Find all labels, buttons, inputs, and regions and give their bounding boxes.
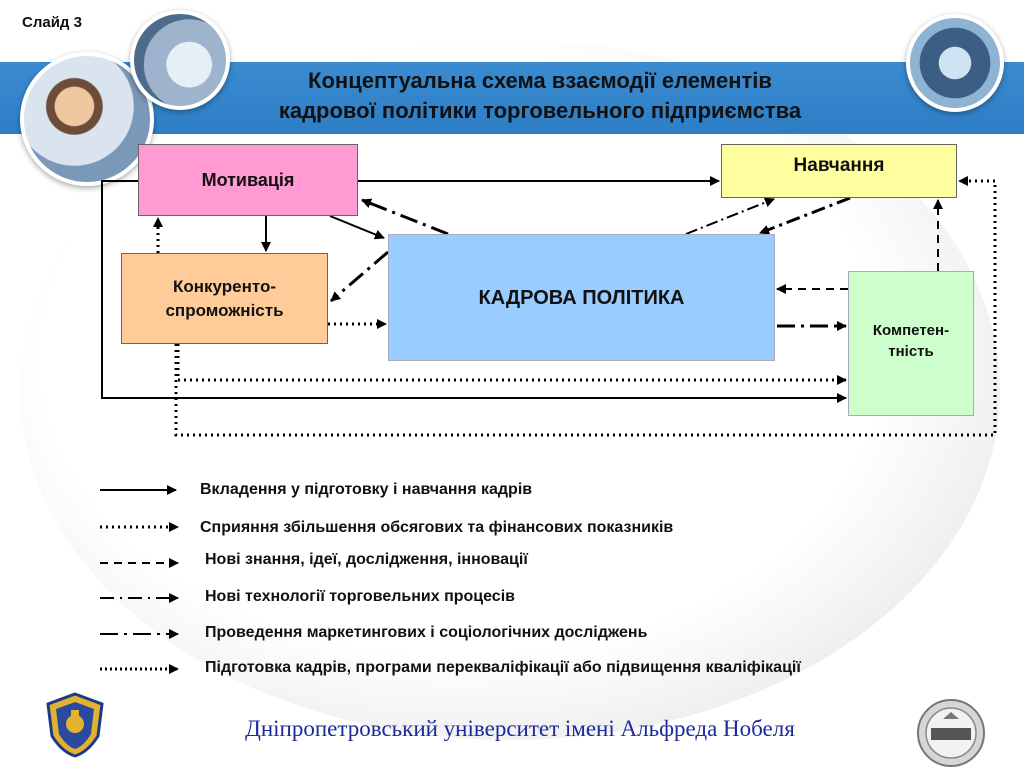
competence-label-1: Компетен- <box>872 322 950 339</box>
arrow-competitiveness-competence <box>176 344 847 385</box>
title-line-2: кадрової політики торговельного підприєм… <box>278 98 802 123</box>
legend-item-dashed: Нові знання, ідеї, дослідження, інноваці… <box>205 551 528 568</box>
competitiveness-label-2: спроможність <box>165 300 284 320</box>
motivation-box: Мотивація <box>138 144 358 216</box>
competence-label-2: тність <box>888 343 934 360</box>
competence-box: Компетен- тність <box>848 271 974 416</box>
slide-number: Слайд 3 <box>22 14 82 31</box>
lider-seal-icon <box>917 699 985 767</box>
competitiveness-label-1: Конкуренто- <box>172 276 277 296</box>
legend-item-dotted: Підготовка кадрів, програми перекваліфік… <box>205 659 801 676</box>
legend-item-solid: Вкладення у підготовку і навчання кадрів <box>200 481 533 498</box>
arrow-motivation-competence <box>101 180 847 403</box>
arrow-competitiveness-training <box>174 176 997 437</box>
arrow-motivation-hrpolicy <box>329 215 385 240</box>
handshake-photo <box>130 10 230 110</box>
university-crest-icon <box>46 692 104 758</box>
arrow-hrpolicy-motivation <box>361 198 449 236</box>
businessman-photo <box>906 14 1004 112</box>
university-name: Дніпропетровський університет імені Альф… <box>245 716 795 741</box>
title-line-1: Концептуальна схема взаємодії елементів <box>308 68 772 93</box>
competitiveness-box: Конкуренто- спроможність <box>121 253 328 344</box>
legend-item-dotted-bold: Сприяння збільшення обсягових та фінансо… <box>200 519 674 536</box>
arrow-hrpolicy-competitiveness <box>330 250 389 303</box>
slide-title: Концептуальна схема взаємодії елементів … <box>160 66 920 126</box>
legend-item-dash-dot-long: Проведення маркетингових і соціологічних… <box>205 624 648 641</box>
arrow-hrpolicy-training-1 <box>685 197 775 235</box>
legend-item-dash-dot: Нові технології торговельних процесів <box>205 588 515 605</box>
training-box: Навчання <box>721 144 957 198</box>
hr-policy-box: КАДРОВА ПОЛІТИКА <box>388 234 775 361</box>
arrow-hrpolicy-training-2 <box>759 196 851 235</box>
